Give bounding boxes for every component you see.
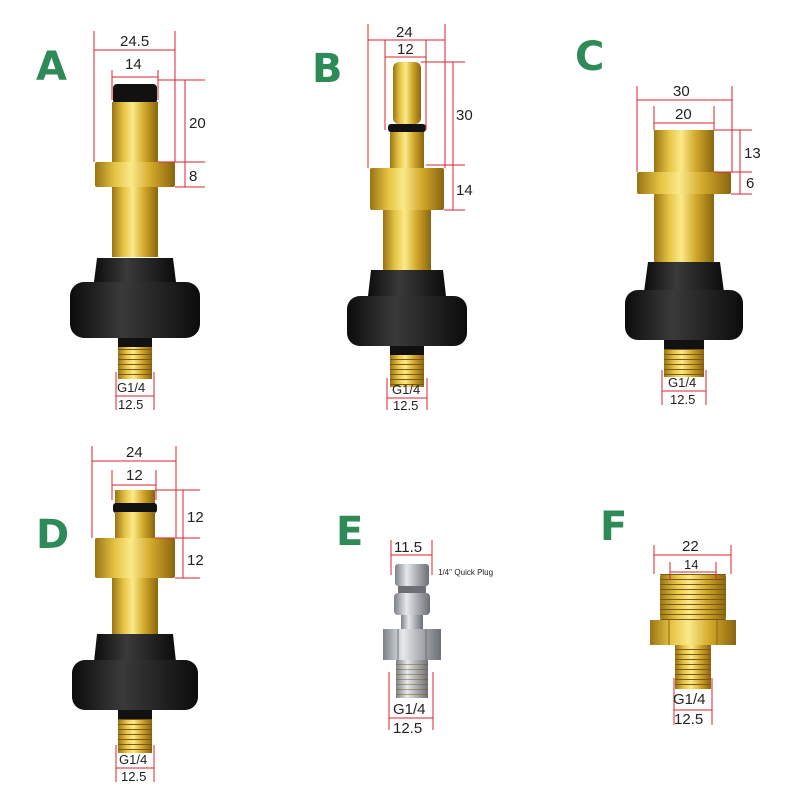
dim-mid: 6 [746, 175, 754, 192]
dim-outer: 24.5 [120, 33, 149, 50]
part-letter: C [575, 34, 604, 80]
dimension-lines [388, 540, 434, 730]
thread-label: G1/4 [668, 375, 696, 390]
dim-inner: 12 [126, 467, 143, 484]
dim-outer: 24 [396, 24, 413, 41]
adapter-body [347, 62, 467, 387]
adapter-body [70, 84, 200, 379]
thread-width: 12.5 [674, 711, 703, 728]
part-letter: E [336, 509, 363, 555]
dim-outer: 30 [673, 83, 690, 100]
thread-width: 12.5 [118, 397, 143, 412]
dimension-lines [636, 86, 752, 405]
thread-label: G1/4 [392, 382, 420, 397]
part-a: A 24.5 14 20 [36, 31, 206, 412]
part-letter: D [36, 512, 69, 558]
dim-inner: 14 [125, 56, 142, 73]
adapter-body [625, 130, 743, 377]
thread-width: 12.5 [121, 769, 146, 784]
dim-top: 20 [189, 115, 206, 132]
quick-plug-body [383, 564, 441, 698]
thread-label: G1/4 [673, 691, 706, 708]
dim-inner: 12 [397, 41, 414, 58]
thread-width: 12.5 [393, 398, 418, 413]
dim-outer: 11.5 [394, 539, 422, 556]
dim-mid: 8 [189, 168, 197, 185]
thread-label: G1/4 [117, 380, 145, 395]
dim-top: 13 [744, 145, 761, 162]
part-c: C 30 20 13 6 [575, 34, 761, 407]
dim-inner: 20 [675, 106, 692, 123]
dimension-lines [367, 24, 465, 410]
thread-width: 12.5 [393, 720, 422, 737]
part-letter: A [36, 44, 67, 90]
part-e: E 11.5 1/4'' Quick Plug G1/4 12.5 [336, 509, 493, 737]
plug-type-note: 1/4'' Quick Plug [438, 568, 493, 577]
part-letter: F [600, 504, 627, 550]
nipple-body [650, 574, 736, 689]
adapter-body [72, 490, 198, 753]
dim-mid: 12 [187, 552, 204, 569]
dimension-lines [91, 446, 200, 782]
part-letter: B [312, 46, 343, 92]
dimension-lines [93, 31, 205, 410]
dim-inner: 14 [684, 557, 698, 572]
thread-width: 12.5 [670, 392, 695, 407]
dim-outer: 22 [682, 538, 699, 555]
dim-top: 12 [187, 509, 204, 526]
part-d: D 24 12 [36, 444, 204, 784]
part-b: B 24 12 [312, 24, 473, 413]
thread-label: G1/4 [393, 701, 426, 718]
dimension-lines [653, 545, 732, 725]
dim-outer: 24 [126, 444, 143, 461]
thread-label: G1/4 [119, 752, 147, 767]
part-f: F 22 14 G1/4 12.5 [600, 504, 736, 728]
dim-mid: 14 [456, 182, 473, 199]
dim-top: 30 [456, 107, 473, 124]
